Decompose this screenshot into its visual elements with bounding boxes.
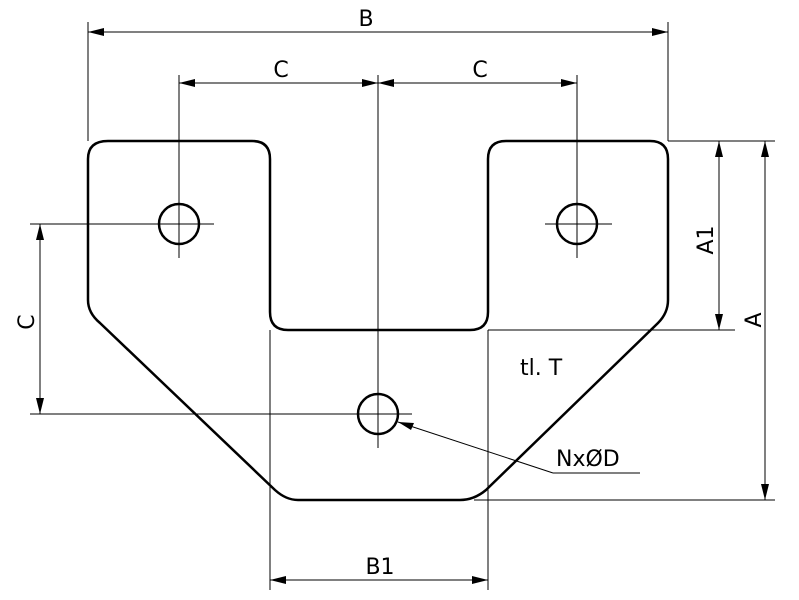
label-holes: NxØD <box>556 447 620 472</box>
dimension-bottom-width: B1 <box>270 555 488 584</box>
hole-leader: NxØD <box>397 421 640 474</box>
label-hole-offset-vertical: C <box>15 314 40 329</box>
dimension-overall-height: A <box>742 141 769 500</box>
dimension-notch-depth: A1 <box>694 141 723 330</box>
center-lines <box>148 75 612 448</box>
dimension-hole-offset-vertical: C <box>15 224 44 414</box>
label-notch-depth: A1 <box>694 225 719 254</box>
label-overall-width: B <box>358 7 373 32</box>
label-bottom-width: B1 <box>365 555 394 580</box>
dimension-hole-spacing-right: C <box>378 58 577 87</box>
dimension-hole-spacing-left: C <box>179 58 378 87</box>
label-overall-height: A <box>742 312 767 327</box>
label-hole-spacing-right: C <box>472 58 487 83</box>
part-outline <box>86 139 670 502</box>
extension-lines <box>30 22 775 590</box>
label-thickness: tl. T <box>520 356 563 381</box>
dimension-overall-width: B <box>88 7 668 36</box>
label-hole-spacing-left: C <box>273 58 288 83</box>
